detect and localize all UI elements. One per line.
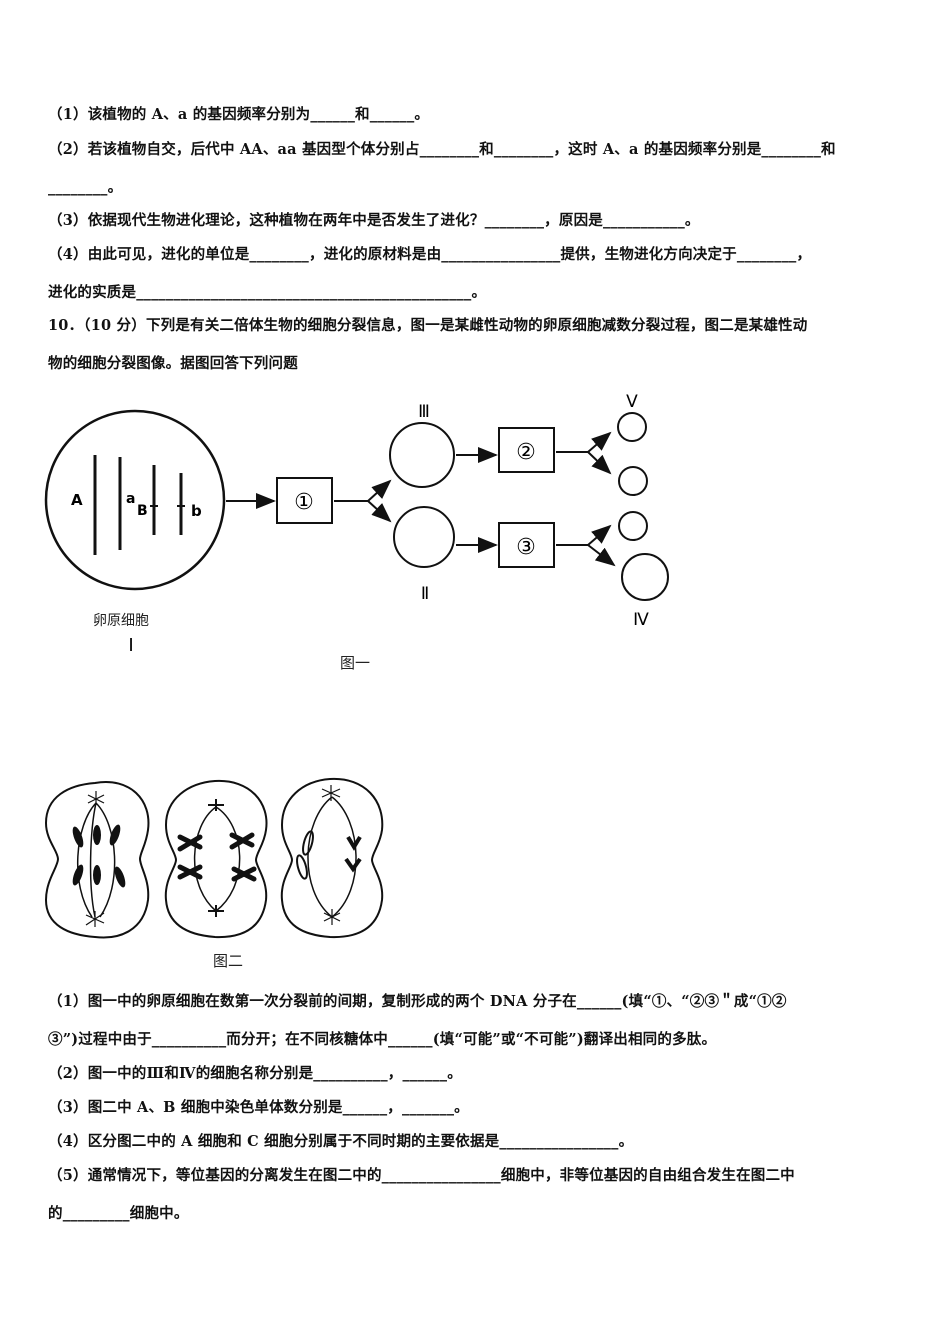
process-box-2	[498, 427, 555, 473]
subquestion-2: （2）图一中的Ⅲ和Ⅳ的细胞名称分别是__________，______。	[48, 1065, 462, 1082]
arrow	[367, 479, 392, 502]
gene-label-A: A	[71, 491, 83, 509]
polar-body	[617, 412, 647, 442]
subquestion-5-line-1: （5）通常情况下，等位基因的分离发生在图二中的________________细…	[48, 1167, 795, 1184]
cell-B	[164, 779, 268, 939]
arrow	[587, 524, 612, 546]
chromosomes-C	[296, 830, 362, 880]
question-10-line-1: 10．（10 分）下列是有关二倍体生物的细胞分裂信息，图一是某雌性动物的卵原细胞…	[48, 317, 808, 334]
label-I: Ⅰ	[128, 635, 133, 656]
label-II: Ⅱ	[421, 584, 429, 604]
process-label-2: ②	[516, 440, 536, 465]
oogonium-label: 卵原细胞	[93, 613, 149, 629]
question-4-line-1: （4）由此可见，进化的单位是________，进化的原材料是由_________…	[48, 246, 812, 263]
subquestion-3: （3）图二中 A、B 细胞中染色单体数分别是______，_______。	[48, 1099, 469, 1116]
gene-label-a: a	[126, 491, 135, 507]
subquestion-1-line-1: （1）图一中的卵原细胞在数第一次分裂前的间期，复制形成的两个 DNA 分子在__…	[48, 993, 787, 1010]
cell-A	[44, 781, 150, 939]
arrow	[587, 544, 616, 567]
spindle-C	[307, 796, 357, 918]
arrow	[587, 431, 612, 453]
cell-II	[393, 506, 455, 568]
subquestion-1-line-2: ③”)过程中由于__________而分开；在不同核糖体中______(填“可能…	[48, 1031, 717, 1048]
question-1: （1）该植物的 A、a 的基因频率分别为______和______。	[48, 106, 430, 123]
figure-1-diagram: A a B b ① Ⅲ Ⅱ ② ③ Ⅴ Ⅳ Ⅰ	[44, 392, 669, 656]
spindle-A	[77, 802, 116, 918]
gene-label-b: b	[191, 502, 202, 520]
label-V: Ⅴ	[626, 392, 638, 412]
question-4-line-2: 进化的实质是__________________________________…	[48, 284, 487, 301]
figure-1-caption: 图一	[340, 654, 371, 672]
question-10-line-2: 物的细胞分裂图像。据图回答下列问题	[48, 355, 298, 372]
label-IV: Ⅳ	[633, 610, 649, 630]
process-label-1: ①	[294, 490, 314, 515]
chromosomes-A	[72, 824, 126, 888]
cell-C	[280, 777, 384, 939]
oogonium-cell	[44, 409, 226, 591]
polar-body	[618, 466, 648, 496]
centrosome-C	[321, 785, 341, 925]
process-box-1	[276, 477, 333, 524]
centrosome-B	[208, 799, 224, 917]
arrow	[367, 500, 392, 523]
figure-2-caption: 图二	[213, 952, 244, 970]
question-3: （3）依据现代生物进化理论，这种植物在两年中是否发生了进化？________，原…	[48, 212, 700, 229]
egg-cell-IV	[621, 553, 669, 601]
process-label-3: ③	[516, 535, 536, 560]
subquestion-5-line-2: 的_________细胞中。	[48, 1205, 189, 1222]
arrow	[587, 451, 612, 475]
process-box-3	[498, 522, 555, 568]
spindle-B	[193, 806, 241, 912]
polar-body	[618, 511, 648, 541]
subquestion-4: （4）区分图二中的 A 细胞和 C 细胞分别属于不同时期的主要依据是______…	[48, 1133, 634, 1150]
centrosome-A	[85, 791, 105, 927]
question-2-line-2: ________。	[48, 179, 123, 196]
question-2-line-1: （2）若该植物自交，后代中 AA、aa 基因型个体分别占________和___…	[48, 141, 836, 158]
label-III: Ⅲ	[418, 402, 430, 422]
chromosomes-B	[177, 832, 257, 882]
gene-label-B: B	[137, 503, 148, 519]
cell-III	[389, 422, 455, 488]
figure-2-diagram	[44, 777, 384, 939]
